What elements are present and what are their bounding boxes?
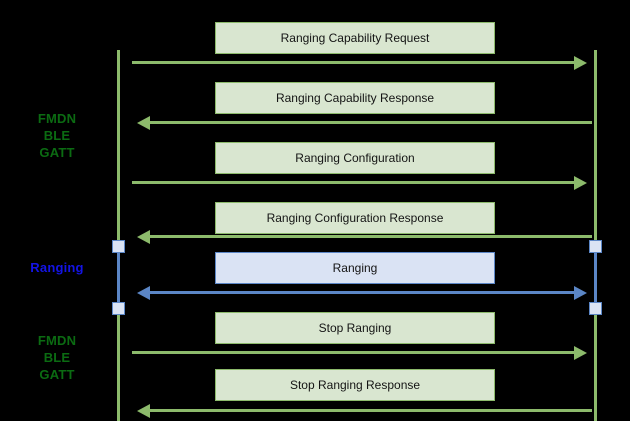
message-box-ranging-capability-request: Ranging Capability Request [215, 22, 495, 54]
message-arrow-shaft-5 [150, 291, 574, 294]
lifeline-left [117, 50, 120, 421]
lifeline-right [594, 50, 597, 421]
activation-box-left-start [112, 240, 125, 253]
message-arrowhead-right-6 [574, 345, 587, 360]
phase-label-ranging: Ranging [30, 260, 84, 275]
activation-box-right-start [589, 240, 602, 253]
phase-label-fmdn-top: FMDN BLE GATT [37, 111, 77, 160]
message-box-ranging-configuration: Ranging Configuration [215, 142, 495, 174]
message-arrowhead-left-7 [137, 403, 150, 418]
message-box-stop-ranging: Stop Ranging [215, 312, 495, 344]
message-arrowhead-left-2 [137, 115, 150, 130]
phase-label-fmdn-bottom: FMDN BLE GATT [37, 333, 77, 382]
activation-box-right-end [589, 302, 602, 315]
message-arrowhead-left-5 [137, 285, 150, 300]
message-arrow-shaft-6 [132, 351, 574, 354]
message-arrow-shaft-3 [132, 181, 574, 184]
message-arrow-shaft-4 [150, 235, 592, 238]
activation-box-left-end [112, 302, 125, 315]
message-arrowhead-right-5 [574, 285, 587, 300]
message-box-ranging-configuration-response: Ranging Configuration Response [215, 202, 495, 234]
message-arrowhead-left-4 [137, 229, 150, 244]
message-arrowhead-right-1 [574, 55, 587, 70]
activation-bar-right [594, 246, 597, 308]
message-arrowhead-right-3 [574, 175, 587, 190]
message-arrow-shaft-7 [150, 409, 592, 412]
message-arrow-shaft-2 [150, 121, 592, 124]
message-arrow-shaft-1 [132, 61, 574, 64]
message-box-ranging-capability-response: Ranging Capability Response [215, 82, 495, 114]
message-box-stop-ranging-response: Stop Ranging Response [215, 369, 495, 401]
message-box-ranging: Ranging [215, 252, 495, 284]
activation-bar-left [117, 246, 120, 308]
